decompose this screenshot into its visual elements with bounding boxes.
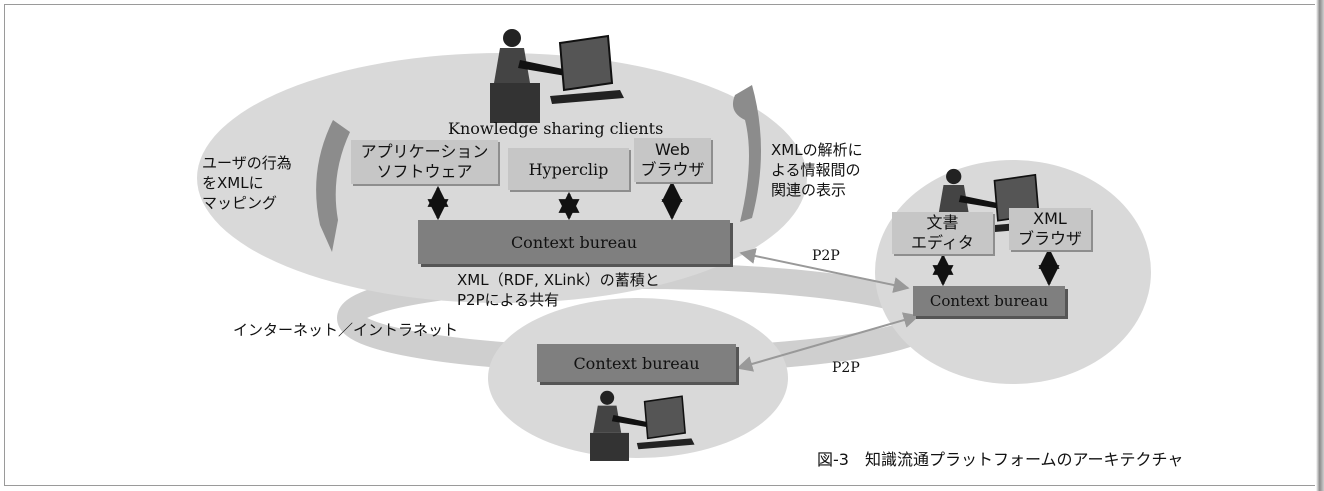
figure-frame: [4, 4, 1315, 486]
figure-caption: 図-3 知識流通プラットフォームのアーキテクチャ: [817, 450, 1184, 469]
p2p-arrow-upper: [739, 248, 910, 293]
app-software-box: アプリケーション ソフトウェア: [351, 140, 498, 184]
page-edge: [1316, 0, 1324, 491]
context-bureau-top: Context bureau: [418, 220, 730, 264]
hyperclip-box: Hyperclip: [508, 148, 629, 190]
left-curved-arrow: [316, 120, 350, 252]
doc-editor-box: 文書 エディタ: [892, 212, 993, 254]
p2p-label-lower: P2P: [832, 360, 860, 376]
context-bureau-bottom: Context bureau: [537, 344, 736, 382]
p2p-label-upper: P2P: [812, 248, 840, 264]
p2p-arrow-lower: [736, 312, 920, 372]
user-computer-icon-bottom: [590, 390, 695, 461]
web-browser-box: Web ブラウザ: [634, 138, 711, 182]
internet-label: インターネット／イントラネット: [233, 321, 459, 339]
right-curved-arrow: [732, 85, 761, 222]
clients-title: Knowledge sharing clients: [448, 119, 664, 138]
right-note: XMLの解析に よる情報間の 関連の表示: [771, 141, 863, 199]
user-computer-icon: [490, 29, 624, 123]
xml-browser-box: XML ブラウザ: [1009, 208, 1091, 250]
storage-note: XML（RDF, XLink）の蓄積と P2Pによる共有: [457, 271, 660, 309]
left-note: ユーザの行為 をXMLに マッピング: [202, 154, 292, 212]
context-bureau-right: Context bureau: [913, 286, 1065, 316]
